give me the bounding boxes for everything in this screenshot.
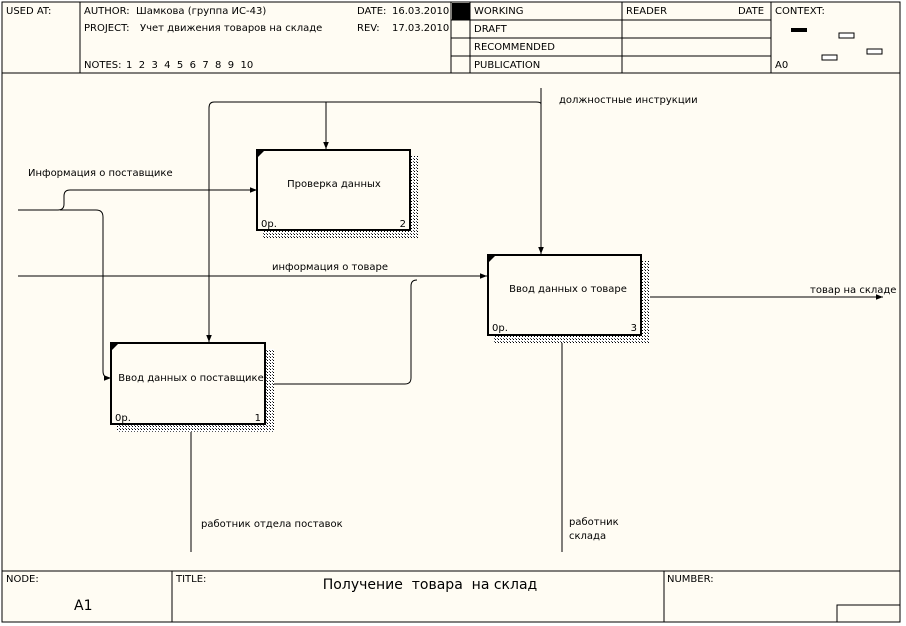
title-label: TITLE: bbox=[175, 574, 206, 585]
notes-value: 1 2 3 4 5 6 7 8 9 10 bbox=[126, 60, 253, 71]
header bbox=[2, 2, 900, 74]
arrow-supplier-info-branch bbox=[60, 209, 111, 381]
reader-label: READER bbox=[626, 6, 667, 17]
status-working: WORKING bbox=[474, 6, 523, 17]
box-product-entry-cost: 0р. bbox=[492, 323, 508, 334]
box-supplier-entry-label: Ввод данных о поставщике bbox=[118, 373, 263, 384]
box-supplier-entry[interactable]: Ввод данных о поставщике 0р. 1 bbox=[110, 342, 274, 432]
arrow-instructions-branch-top bbox=[206, 101, 542, 342]
label-warehouse-worker-line1: работник bbox=[569, 517, 619, 528]
label-instructions: должностные инструкции bbox=[559, 95, 698, 106]
used-at-label: USED AT: bbox=[6, 6, 51, 17]
rev-value: 17.03.2010 bbox=[392, 23, 449, 34]
box-check-data-number: 2 bbox=[400, 219, 406, 230]
box-supplier-entry-cost: 0р. bbox=[115, 413, 131, 424]
box-check-data-label: Проверка данных bbox=[287, 179, 381, 190]
box-check-data-cost: 0р. bbox=[261, 219, 277, 230]
author-value: Шамкова (группа ИС-43) bbox=[136, 6, 266, 17]
date-label: DATE: bbox=[357, 6, 386, 17]
label-warehouse-worker-line2: склада bbox=[569, 531, 606, 542]
status-publication: PUBLICATION bbox=[474, 60, 540, 71]
number-label: NUMBER: bbox=[667, 574, 714, 585]
context-label: CONTEXT: bbox=[775, 6, 825, 17]
node-label: NODE: bbox=[6, 574, 39, 585]
notes-label: NOTES: bbox=[84, 60, 122, 71]
working-status-marker bbox=[452, 3, 470, 20]
project-value: Учет движения товаров на складе bbox=[140, 23, 322, 34]
box-product-entry-number: 3 bbox=[631, 323, 637, 334]
box-supplier-entry-number: 1 bbox=[255, 413, 261, 424]
label-goods-out: товар на складе bbox=[810, 285, 896, 296]
status-draft: DRAFT bbox=[474, 24, 508, 35]
box-product-entry-label: Ввод данных о товаре bbox=[509, 284, 627, 295]
project-label: PROJECT: bbox=[84, 23, 129, 34]
box-check-data[interactable]: Проверка данных 0р. 2 bbox=[256, 149, 418, 238]
author-label: AUTHOR: bbox=[84, 6, 130, 17]
diagram-title: Получение товара на склад bbox=[323, 577, 537, 593]
context-map bbox=[791, 28, 883, 61]
node-value: A1 bbox=[74, 598, 92, 614]
date-value: 16.03.2010 bbox=[392, 6, 449, 17]
rev-label: REV: bbox=[357, 23, 380, 34]
box-product-entry[interactable]: Ввод данных о товаре 0р. 3 bbox=[487, 254, 650, 343]
label-supplier-info: Информация о поставщике bbox=[28, 168, 173, 179]
footer bbox=[2, 570, 901, 623]
context-node: A0 bbox=[775, 60, 788, 71]
reader-date-label: DATE bbox=[738, 6, 764, 17]
label-product-info: информация о товаре bbox=[272, 262, 388, 273]
status-recommended: RECOMMENDED bbox=[474, 42, 555, 53]
arrow-supplier-data-output bbox=[265, 279, 418, 385]
label-supply-worker: работник отдела поставок bbox=[201, 519, 343, 530]
